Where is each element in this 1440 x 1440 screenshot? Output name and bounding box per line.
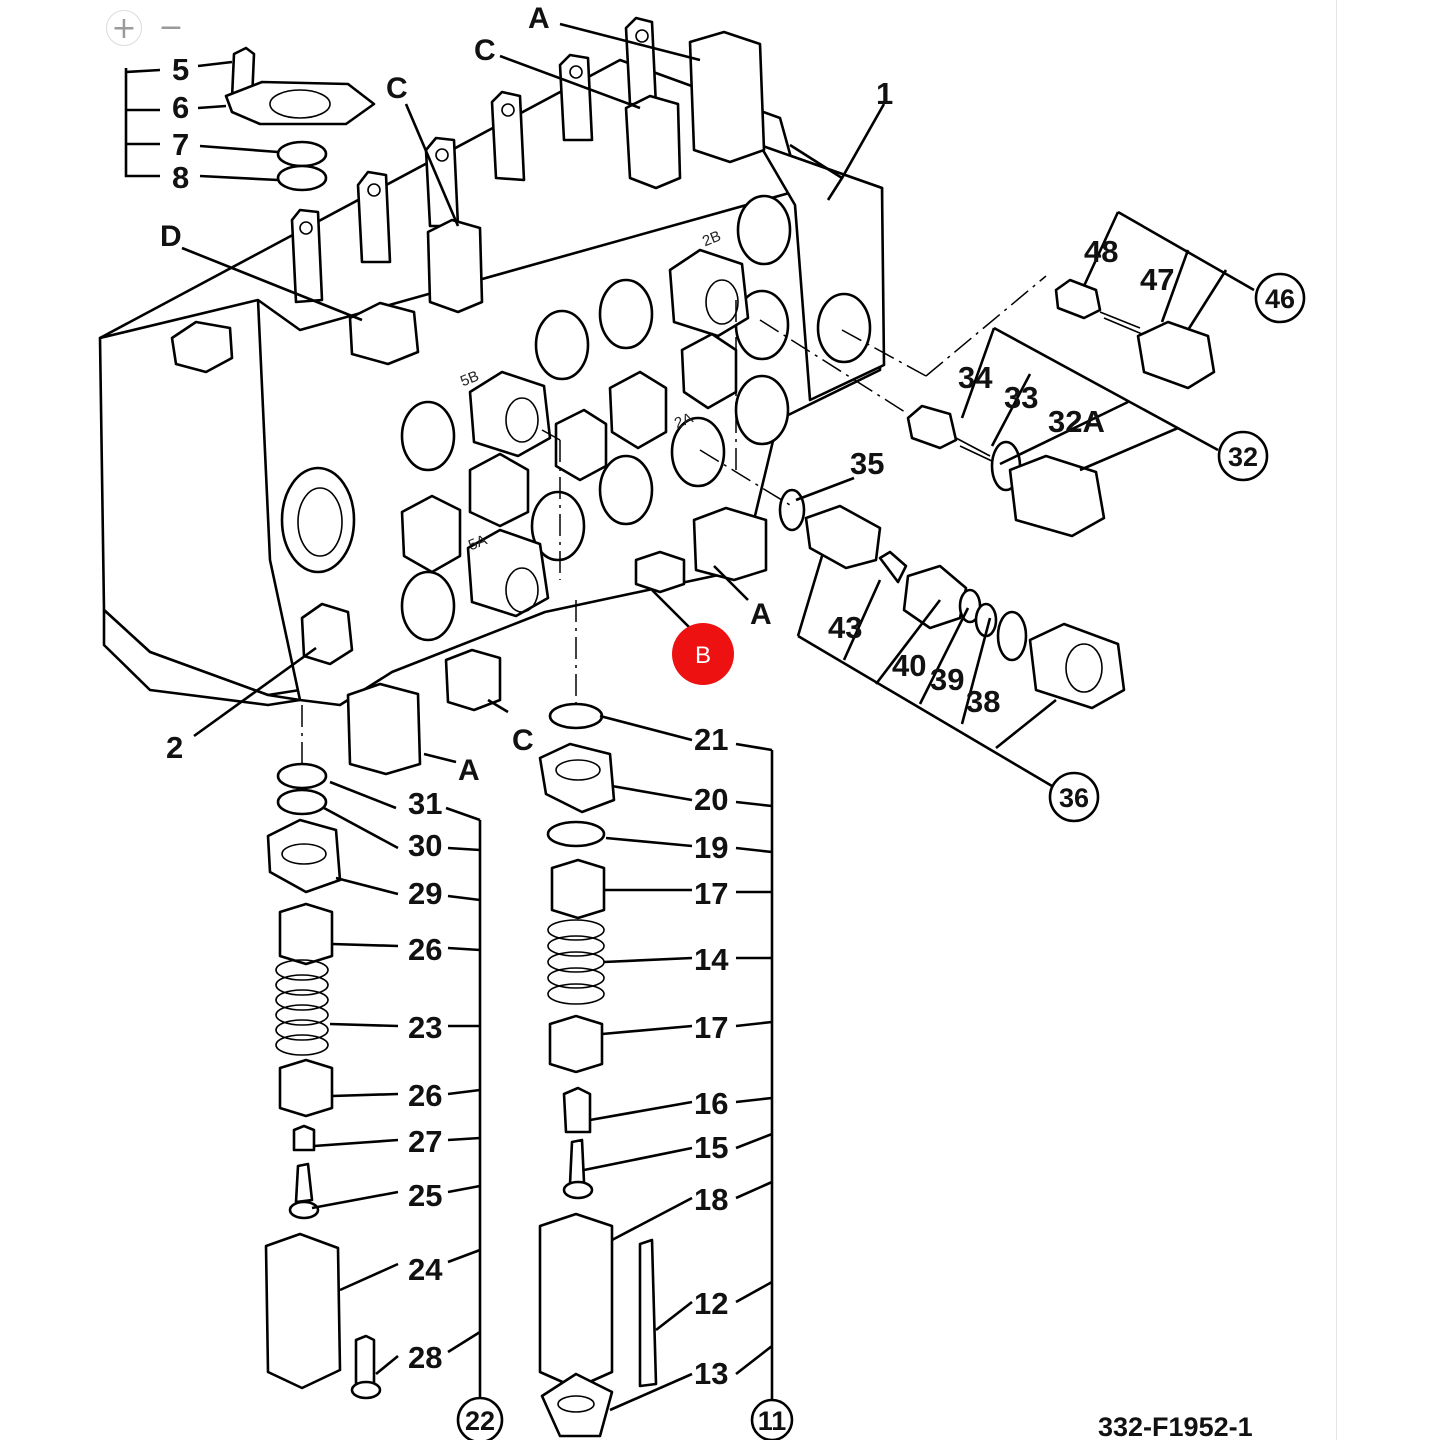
circled-callouts: 46 32 36 22 11 [456, 272, 1306, 1440]
callout-6: 6 [172, 90, 189, 125]
callout-A-right: A [750, 598, 772, 631]
callout-8: 8 [172, 160, 189, 195]
spring-23 [275, 959, 329, 1056]
port-markings: 2B 5B 2A 5A [458, 228, 723, 555]
leader-lines [124, 22, 1255, 1430]
callout-5: 5 [172, 52, 189, 87]
callout-13: 13 [694, 1356, 728, 1391]
assembly-32 [906, 404, 1106, 538]
face-ports [400, 194, 872, 642]
callout-15: 15 [694, 1130, 728, 1165]
callout-48: 48 [1084, 234, 1118, 269]
callout-A-bottom: A [458, 754, 480, 787]
callout-C-bottom: C [512, 724, 534, 757]
panel-divider [1336, 0, 1337, 1440]
zoom-out-button[interactable]: − [154, 10, 188, 45]
stack-11 [538, 702, 658, 1438]
port-5B: 5B [458, 368, 481, 391]
callout-2: 2 [166, 730, 183, 765]
face-hex-fittings [400, 248, 750, 618]
callout-17-lower: 17 [694, 1010, 728, 1045]
callout-23: 23 [408, 1010, 442, 1045]
bottom-cartridges [346, 506, 768, 776]
callout-19: 19 [694, 830, 728, 865]
callout-35: 35 [850, 446, 884, 481]
callout-34: 34 [958, 360, 993, 395]
stack-22 [264, 762, 382, 1400]
callout-A-top: A [528, 2, 550, 35]
callout-17-upper: 17 [694, 876, 728, 911]
callout-36: 36 [1059, 783, 1089, 813]
callout-26-upper: 26 [408, 932, 442, 967]
port-2B: 2B [700, 228, 723, 251]
zoom-in-button[interactable]: + [106, 10, 142, 46]
callout-32A: 32A [1048, 404, 1105, 439]
callout-1: 1 [876, 76, 893, 111]
callout-14: 14 [694, 942, 729, 977]
center-lines [301, 275, 1047, 770]
callout-38: 38 [966, 684, 1000, 719]
callout-30: 30 [408, 828, 442, 863]
callout-46: 46 [1265, 284, 1295, 314]
callout-29: 29 [408, 876, 442, 911]
drawing-reference: 332-F1952-1 [1098, 1412, 1253, 1440]
callout-21: 21 [694, 722, 728, 757]
callout-43: 43 [828, 610, 862, 645]
callout-7: 7 [172, 127, 189, 162]
callout-12: 12 [694, 1286, 728, 1321]
callout-40: 40 [892, 648, 926, 683]
marker-label: B [695, 642, 711, 669]
callout-39: 39 [930, 662, 964, 697]
callout-32: 32 [1228, 442, 1258, 472]
assembly-5-8 [224, 46, 376, 192]
callout-26-lower: 26 [408, 1078, 442, 1113]
callout-33: 33 [1004, 380, 1038, 415]
callout-18: 18 [694, 1182, 728, 1217]
spool-stems [290, 16, 766, 314]
spring-14 [547, 919, 605, 1005]
callout-20: 20 [694, 782, 728, 817]
callout-28: 28 [408, 1340, 442, 1375]
callout-16: 16 [694, 1086, 728, 1121]
callout-D: D [160, 220, 182, 253]
port-2A: 2A [672, 410, 695, 433]
callout-27: 27 [408, 1124, 442, 1159]
callout-25: 25 [408, 1178, 442, 1213]
callouts: 5 6 7 8 A C C 1 D 48 47 34 33 32A 35 A 4… [160, 2, 1174, 1391]
callout-C-top: C [474, 34, 496, 67]
callout-11: 11 [758, 1406, 787, 1436]
callout-47: 47 [1140, 262, 1174, 297]
assembly-36 [778, 488, 1126, 710]
callout-22: 22 [465, 1406, 495, 1436]
callout-C-left: C [386, 72, 408, 105]
marker-circle [672, 623, 734, 685]
port-5A: 5A [466, 532, 489, 555]
callout-24: 24 [408, 1252, 443, 1287]
assembly-46 [1054, 278, 1216, 390]
highlight-marker-B[interactable]: B [672, 623, 734, 685]
callout-31: 31 [408, 786, 442, 821]
